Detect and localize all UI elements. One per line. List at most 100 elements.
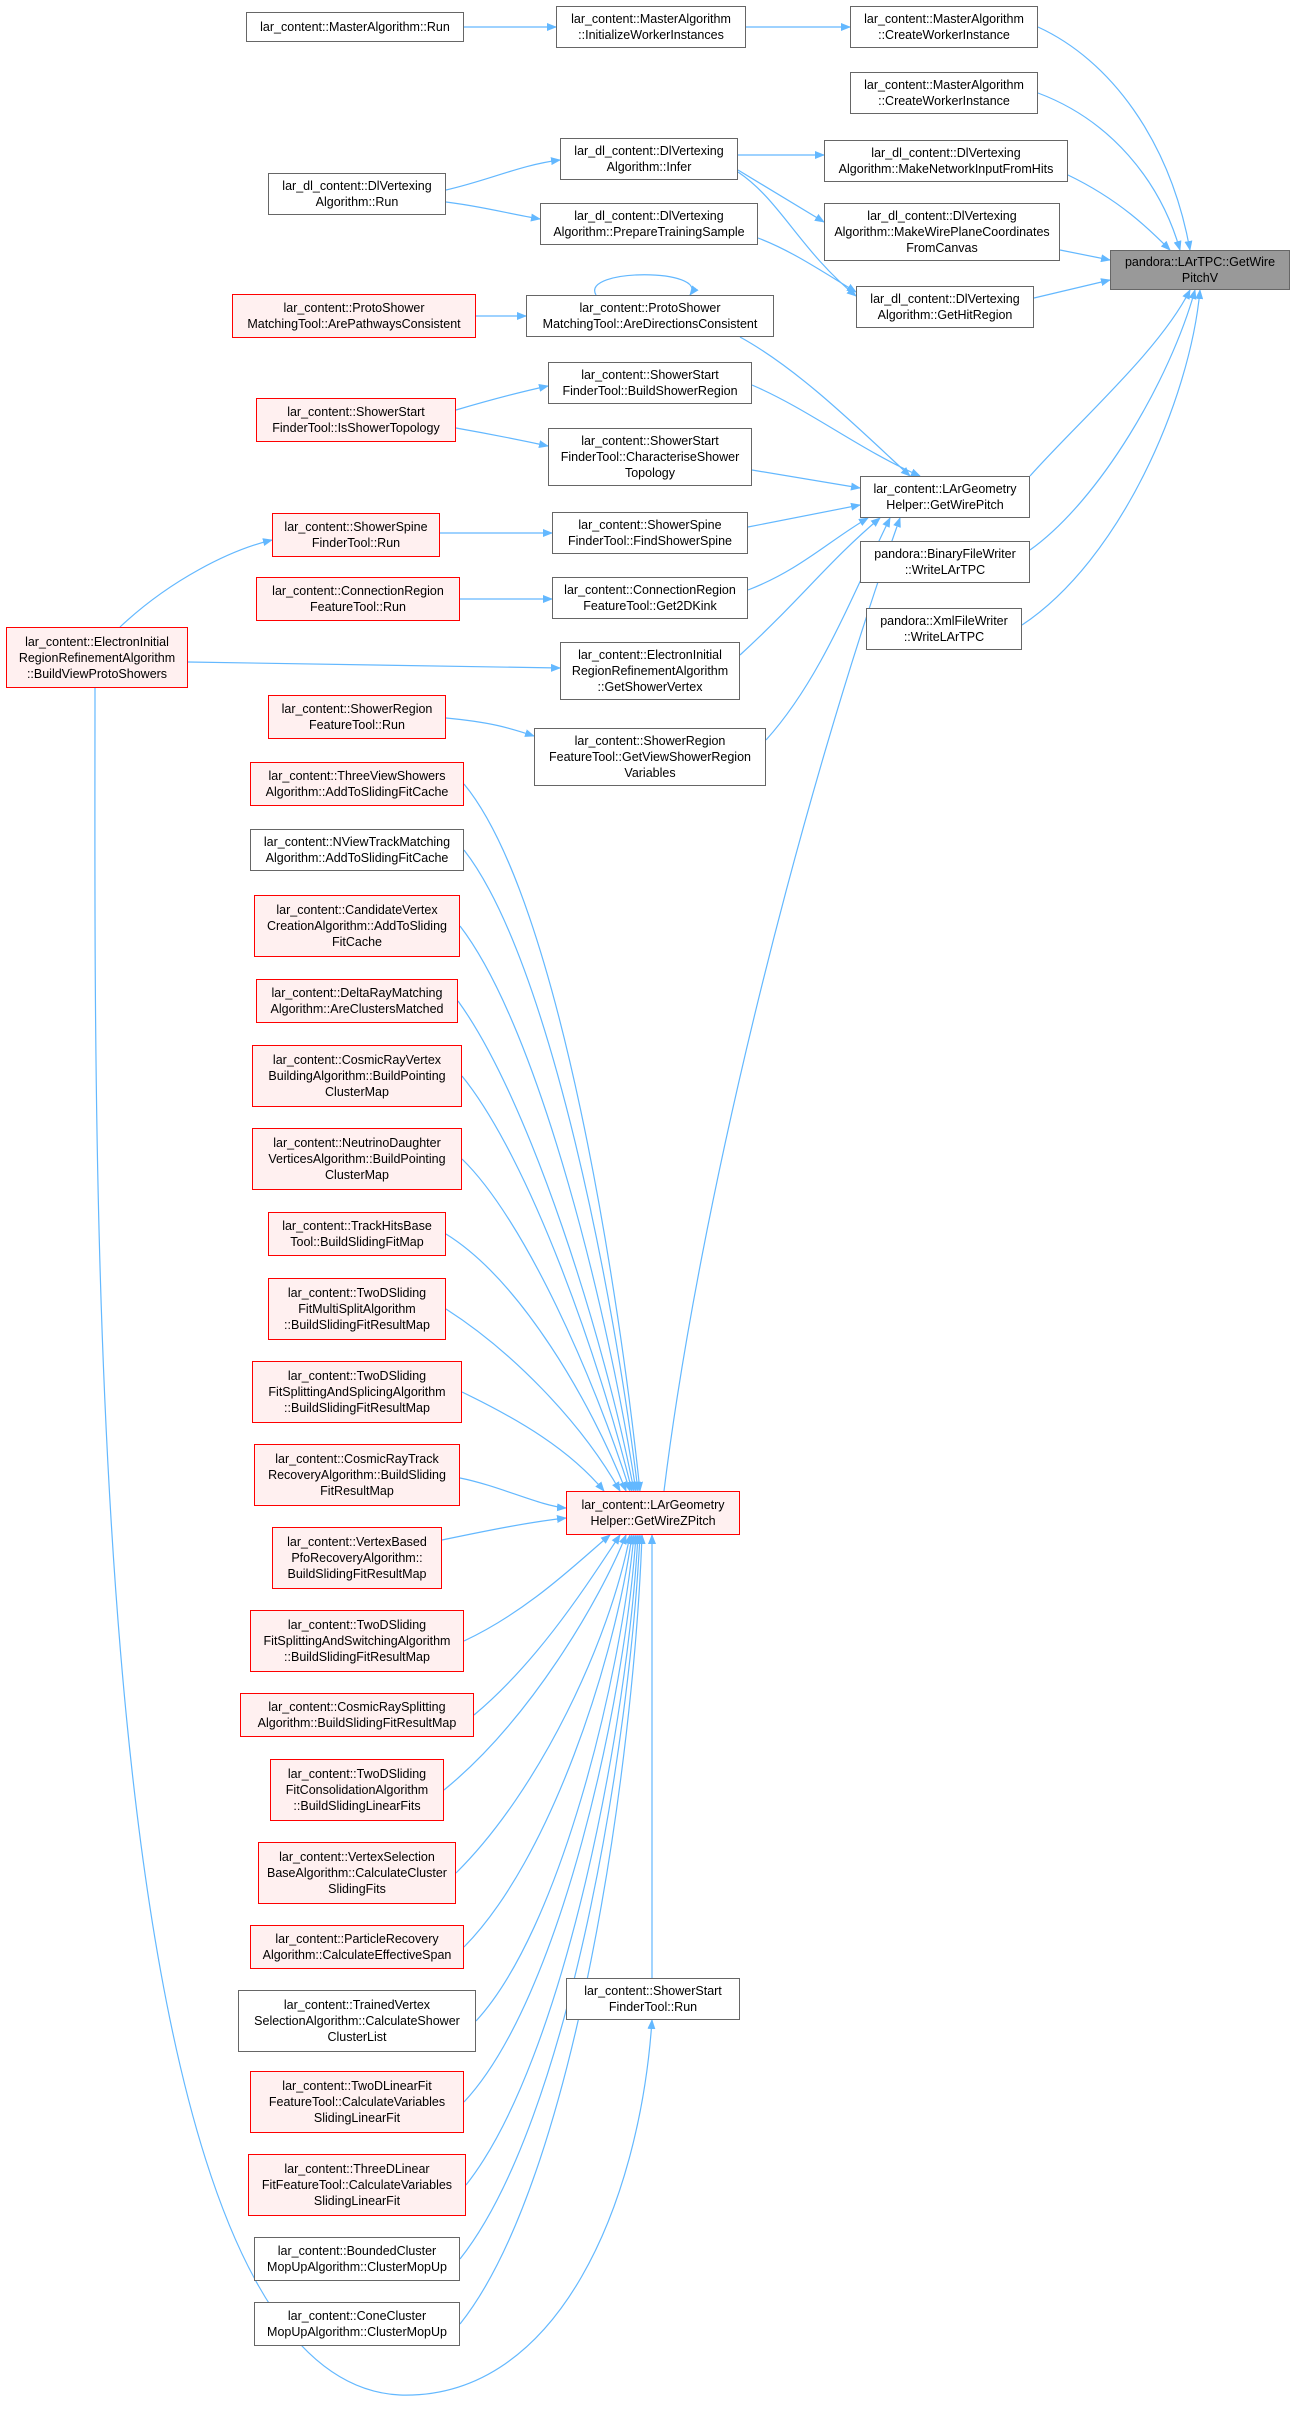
- edge-infer-to-makewire: [737, 169, 825, 223]
- edge-dlvrun-to-infer: [445, 157, 561, 191]
- edge-c17-to-zpitch: [475, 1534, 638, 2022]
- node-showerstart-characteriseshowertopology[interactable]: lar_content::ShowerStart FinderTool::Cha…: [548, 428, 752, 486]
- edge-makewire-to-root: [1059, 249, 1111, 263]
- edge-c12-to-zpitch: [463, 1534, 611, 1642]
- edge-characterise-to-wirepitch: [751, 469, 861, 491]
- edge-buildregion-to-wirepitch: [751, 384, 921, 477]
- node-deltaraymatching-areclustersmatched[interactable]: lar_content::DeltaRayMatching Algorithm:…: [256, 979, 458, 1023]
- edge-c1-to-zpitch: [463, 783, 644, 1492]
- edge-eir-build-to-vertex: [187, 661, 561, 672]
- edge-c10-to-zpitch: [459, 1477, 567, 1512]
- edge-findspine-to-wirepitch: [747, 502, 861, 528]
- node-showerstart-buildshowerregion[interactable]: lar_content::ShowerStart FinderTool::Bui…: [548, 362, 752, 404]
- node-twodslidingmultisplit-buildslidingfitresultmap[interactable]: lar_content::TwoDSliding FitMultiSplitAl…: [268, 1278, 446, 1340]
- edge-c2-to-zpitch: [463, 849, 641, 1492]
- edge-c5-to-zpitch: [461, 1075, 634, 1492]
- edge-c14-to-zpitch: [443, 1534, 627, 1791]
- node-neutrinodaughter-buildpointingclustermap[interactable]: lar_content::NeutrinoDaughter VerticesAl…: [252, 1128, 462, 1190]
- node-dlvertexing-makewireplane[interactable]: lar_dl_content::DlVertexing Algorithm::M…: [824, 203, 1060, 261]
- node-cosmicraysplitting-buildslidingfitresultmap[interactable]: lar_content::CosmicRaySplitting Algorith…: [240, 1693, 474, 1737]
- node-masteralgorithm-create-1[interactable]: lar_content::MasterAlgorithm ::CreateWor…: [850, 6, 1038, 48]
- edge-c7-to-zpitch: [445, 1233, 627, 1492]
- edge-wirepitch-to-root: [1029, 289, 1191, 477]
- edge-create2-to-root: [1037, 92, 1182, 251]
- node-particlerecovery-calculateeffectivespan[interactable]: lar_content::ParticleRecovery Algorithm:…: [250, 1925, 464, 1969]
- node-dlvertexing-makenetworkinput[interactable]: lar_dl_content::DlVertexing Algorithm::M…: [824, 140, 1068, 182]
- node-electroninitial-buildviewprotoshowers[interactable]: lar_content::ElectronInitial RegionRefin…: [6, 627, 188, 688]
- edge-c8-to-zpitch: [445, 1308, 621, 1492]
- edge-c18-to-zpitch: [463, 1534, 640, 2103]
- node-threeviewshowers-addtoslidingfitcache[interactable]: lar_content::ThreeViewShowers Algorithm:…: [250, 762, 464, 806]
- edge-srf-run-to-get: [445, 717, 535, 737]
- node-masteralgorithm-initialize[interactable]: lar_content::MasterAlgorithm ::Initializ…: [556, 6, 746, 48]
- node-dlvertexing-run[interactable]: lar_dl_content::DlVertexing Algorithm::R…: [268, 173, 446, 215]
- edge-istopo-to-characterise: [455, 427, 549, 449]
- edge-c11-to-zpitch: [441, 1515, 567, 1541]
- node-trackhitsbase-buildslidingfitmap[interactable]: lar_content::TrackHitsBase Tool::BuildSl…: [268, 1212, 446, 1256]
- edge-c20-to-zpitch: [459, 1534, 644, 2260]
- node-boundedcluster-clustermopup[interactable]: lar_content::BoundedCluster MopUpAlgorit…: [254, 2237, 460, 2281]
- node-twodlinearfit-calculatevariablesslidinglinearfit[interactable]: lar_content::TwoDLinearFit FeatureTool::…: [250, 2071, 464, 2133]
- edge-hitregion-to-root: [1033, 278, 1111, 299]
- node-connectionregion-run[interactable]: lar_content::ConnectionRegion FeatureToo…: [256, 577, 460, 621]
- node-showerstart-isshowertopology[interactable]: lar_content::ShowerStart FinderTool::IsS…: [256, 398, 456, 442]
- edge-create1-to-root: [1037, 26, 1193, 251]
- edge-c19-to-zpitch: [465, 1534, 642, 2186]
- edge-eir-build-to-sspine-run: [119, 538, 273, 628]
- edge-prep-to-hitregion: [757, 237, 857, 293]
- edge-dlvrun-to-prep: [445, 201, 541, 222]
- node-cosmicraytrackrecovery-buildslidingfitresultmap[interactable]: lar_content::CosmicRayTrack RecoveryAlgo…: [254, 1444, 460, 1506]
- node-showerspine-run[interactable]: lar_content::ShowerSpine FinderTool::Run: [272, 513, 440, 557]
- edge-c16-to-zpitch: [463, 1534, 635, 1948]
- edge-c3-to-zpitch: [459, 925, 639, 1492]
- node-showerspine-findshowerspine[interactable]: lar_content::ShowerSpine FinderTool::Fin…: [552, 512, 748, 554]
- edge-bfw-to-root: [1029, 289, 1197, 551]
- node-showerstart-run[interactable]: lar_content::ShowerStart FinderTool::Run: [566, 1978, 740, 2020]
- node-connectionregion-get2dkink[interactable]: lar_content::ConnectionRegion FeatureToo…: [552, 577, 748, 619]
- node-showerregion-getviewshowerregionvariables[interactable]: lar_content::ShowerRegion FeatureTool::G…: [534, 728, 766, 786]
- node-trainedvertex-calculateshowerclusterlist[interactable]: lar_content::TrainedVertex SelectionAlgo…: [238, 1990, 476, 2052]
- edge-c15-to-zpitch: [455, 1534, 633, 1874]
- edge-kink-to-wirepitch: [747, 517, 869, 591]
- node-dlvertexing-infer[interactable]: lar_dl_content::DlVertexing Algorithm::I…: [560, 138, 738, 180]
- node-binaryfilewriter-writelartpc[interactable]: pandora::BinaryFileWriter ::WriteLArTPC: [860, 541, 1030, 583]
- node-masteralgorithm-run[interactable]: lar_content::MasterAlgorithm::Run: [246, 12, 464, 42]
- node-nviewtrackmatching-addtoslidingfitcache[interactable]: lar_content::NViewTrackMatching Algorith…: [250, 829, 464, 871]
- node-dlvertexing-preparetrainingsample[interactable]: lar_dl_content::DlVertexing Algorithm::P…: [540, 203, 758, 245]
- node-largeometryhelper-getwirepitch[interactable]: lar_content::LArGeometry Helper::GetWire…: [860, 476, 1030, 518]
- node-protoshower-arepathwaysconsistent[interactable]: lar_content::ProtoShower MatchingTool::A…: [232, 294, 476, 338]
- edge-directions-to-wirepitch: [739, 336, 911, 477]
- node-vertexbasedpfo-buildslidingfitresultmap[interactable]: lar_content::VertexBased PfoRecoveryAlgo…: [272, 1527, 442, 1589]
- edge-c4-to-zpitch: [457, 1000, 637, 1492]
- node-vertexselectionbase-calculateclusterslidingfits[interactable]: lar_content::VertexSelection BaseAlgorit…: [258, 1842, 456, 1904]
- edge-eir-build-to-ssfrun: [94, 687, 656, 2396]
- edge-zpitch-to-wirepitch: [663, 517, 901, 1492]
- node-largeometryhelper-getwirezpitch[interactable]: lar_content::LArGeometry Helper::GetWire…: [566, 1491, 740, 1535]
- node-protoshower-aredirectionsconsistent[interactable]: lar_content::ProtoShower MatchingTool::A…: [526, 295, 774, 337]
- edge-xfw-to-root: [1021, 289, 1204, 626]
- node-root-getwirepitchv[interactable]: pandora::LArTPC::GetWire PitchV: [1110, 250, 1290, 290]
- node-twodslidingconsolidation-buildslidinglinearfits[interactable]: lar_content::TwoDSliding FitConsolidatio…: [270, 1759, 444, 1821]
- edge-c6-to-zpitch: [461, 1158, 632, 1492]
- node-threedlinearfit-calculatevariablesslidinglinearfit[interactable]: lar_content::ThreeDLinear FitFeatureTool…: [248, 2154, 466, 2216]
- node-candidatevertex-addtoslidingfitcache[interactable]: lar_content::CandidateVertex CreationAlg…: [254, 895, 460, 957]
- edge-makenet-to-root: [1067, 174, 1171, 251]
- node-electroninitial-getshowervertex[interactable]: lar_content::ElectronInitial RegionRefin…: [560, 642, 740, 700]
- edge-istopo-to-buildregion: [455, 383, 549, 411]
- node-showerregion-run[interactable]: lar_content::ShowerRegion FeatureTool::R…: [268, 695, 446, 739]
- edge-c9-to-zpitch: [461, 1391, 605, 1492]
- node-masteralgorithm-create-2[interactable]: lar_content::MasterAlgorithm ::CreateWor…: [850, 72, 1038, 114]
- edge-c13-to-zpitch: [473, 1534, 621, 1716]
- node-twodslidingsplice-buildslidingfitresultmap[interactable]: lar_content::TwoDSliding FitSplittingAnd…: [252, 1361, 462, 1423]
- node-conecluster-clustermopup[interactable]: lar_content::ConeCluster MopUpAlgorithm:…: [254, 2302, 460, 2346]
- node-dlvertexing-gethitregion[interactable]: lar_dl_content::DlVertexing Algorithm::G…: [856, 286, 1034, 328]
- node-cosmicrayvertex-buildpointingclustermap[interactable]: lar_content::CosmicRayVertex BuildingAlg…: [252, 1045, 462, 1107]
- edge-c21-to-zpitch: [459, 1534, 646, 2325]
- edge-infer-to-hitregion: [737, 171, 857, 297]
- node-xmlfilewriter-writelartpc[interactable]: pandora::XmlFileWriter ::WriteLArTPC: [866, 608, 1022, 650]
- edge-directions-self: [594, 274, 699, 296]
- node-twodslidingswitch-buildslidingfitresultmap[interactable]: lar_content::TwoDSliding FitSplittingAnd…: [250, 1610, 464, 1672]
- edge-vertex-to-wirepitch: [739, 517, 881, 656]
